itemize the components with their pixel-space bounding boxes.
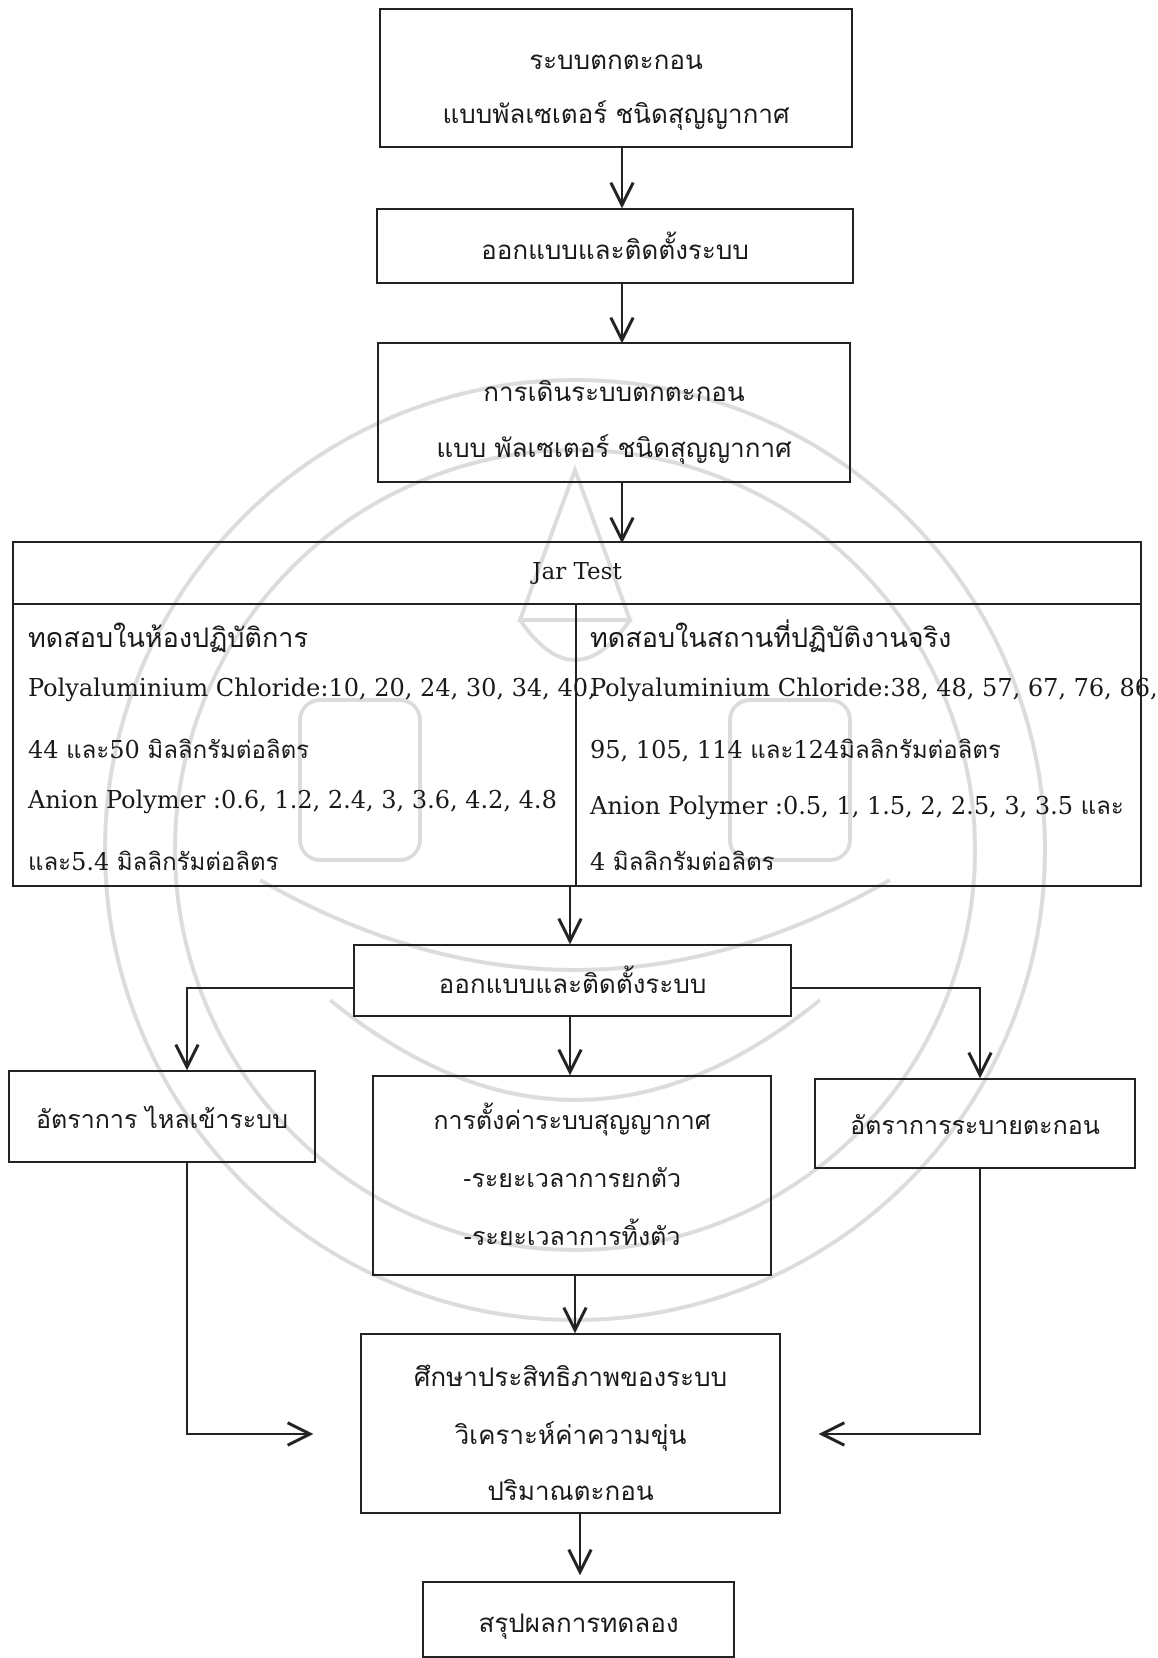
box-text: ออกแบบและติดตั้งระบบ (438, 970, 707, 1000)
box-text-line: ปริมาณตะกอน (487, 1477, 654, 1507)
lab-test-line: Anion Polymer :0.6, 1.2, 2.4, 3, 3.6, 4.… (28, 786, 557, 814)
lab-test-line: และ5.4 มิลลิกรัมต่อลิตร (28, 848, 279, 876)
efficiency-study-box: ศึกษาประสิทธิภาพของระบบ วิเคราะห์ค่าความ… (360, 1333, 781, 1514)
box-text-line: แบบ พัลเซเตอร์ ชนิดสุญญากาศ (436, 434, 792, 464)
field-test-heading: ทดสอบในสถานที่ปฏิบัติงานจริง (590, 623, 952, 654)
field-test-line: Anion Polymer :0.5, 1, 1.5, 2, 2.5, 3, 3… (590, 792, 1124, 820)
box-text: อัตราการระบายตะกอน (850, 1111, 1100, 1140)
field-test-line: 4 มิลลิกรัมต่อลิตร (590, 848, 775, 876)
box-text-line: การตั้งค่าระบบสุญญากาศ (433, 1106, 711, 1135)
sludge-discharge-box: อัตราการระบายตะกอน (814, 1078, 1136, 1169)
box-text-line: แบบพัลเซเตอร์ ชนิดสุญญากาศ (442, 100, 790, 130)
design-install-box-2: ออกแบบและติดตั้งระบบ (353, 944, 792, 1017)
field-test-line: Polyaluminium Chloride:38, 48, 57, 67, 7… (590, 674, 1158, 702)
lab-test-heading: ทดสอบในห้องปฏิบัติการ (28, 623, 308, 654)
box-text-line: ระบบตกตะกอน (529, 46, 703, 76)
design-install-box: ออกแบบและติดตั้งระบบ (376, 208, 854, 284)
lab-test-line: 44 และ50 มิลลิกรัมต่อลิตร (28, 736, 310, 764)
vacuum-settings-box: การตั้งค่าระบบสุญญากาศ -ระยะเวลาการยกตัว… (372, 1075, 772, 1276)
box-text-line: ศึกษาประสิทธิภาพของระบบ (413, 1363, 728, 1393)
conclusion-box: สรุปผลการทดลอง (422, 1581, 735, 1658)
jar-test-table: Jar Test ทดสอบในห้องปฏิบัติการ Polyalumi… (12, 541, 1158, 887)
box-text: สรุปผลการทดลอง (478, 1609, 679, 1639)
box-text-line: -ระยะเวลาการทิ้งตัว (463, 1222, 681, 1251)
box-text: อัตราการ ไหลเข้าระบบ (36, 1105, 288, 1134)
box-text-line: การเดินระบบตกตะกอน (483, 378, 745, 408)
box-text-line: วิเคราะห์ค่าความขุ่น (454, 1421, 687, 1451)
box-text-line: -ระยะเวลาการยกตัว (463, 1164, 681, 1193)
table-divider-horizontal (14, 603, 1140, 605)
jar-test-title: Jar Test (532, 559, 622, 585)
field-test-line: 95, 105, 114 และ124มิลลิกรัมต่อลิตร (590, 736, 1001, 764)
box-text: ออกแบบและติดตั้งระบบ (481, 236, 749, 266)
lab-test-line: Polyaluminium Chloride:10, 20, 24, 30, 3… (28, 674, 596, 702)
inflow-rate-box: อัตราการ ไหลเข้าระบบ (8, 1070, 316, 1163)
system-operation-box: การเดินระบบตกตะกอน แบบ พัลเซเตอร์ ชนิดสุ… (377, 342, 851, 483)
pulsator-system-box: ระบบตกตะกอน แบบพัลเซเตอร์ ชนิดสุญญากาศ (379, 8, 853, 148)
table-divider-vertical (575, 603, 577, 885)
